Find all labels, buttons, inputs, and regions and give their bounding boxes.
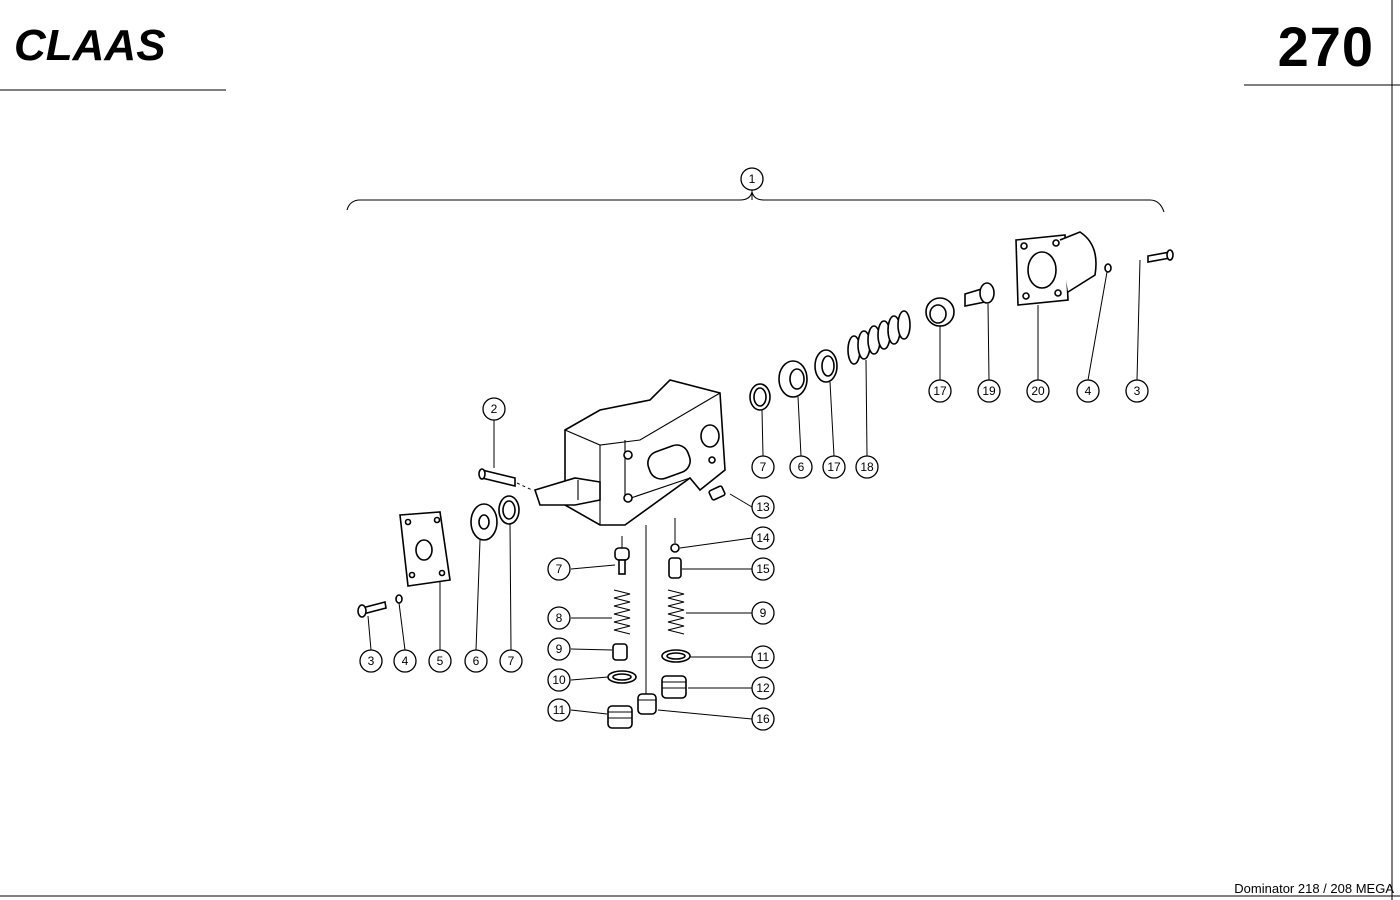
callout-1: 1 (740, 167, 764, 191)
svg-text:19: 19 (982, 384, 996, 398)
callout-9-left: 8 (547, 606, 571, 630)
callout-12-right: 12 (751, 676, 775, 700)
svg-text:1: 1 (749, 172, 756, 186)
svg-text:17: 17 (933, 384, 947, 398)
callout-3-left: 3 (359, 649, 383, 673)
svg-text:7: 7 (556, 562, 563, 576)
svg-text:16: 16 (756, 712, 770, 726)
callout-7-right: 7 (751, 455, 775, 479)
svg-text:7: 7 (508, 654, 515, 668)
callout-10: 9 (547, 637, 571, 661)
svg-text:12: 12 (756, 681, 770, 695)
callout-4-right: 4 (1076, 379, 1100, 403)
callout-14: 14 (751, 526, 775, 550)
claas-logo: CLAAS (10, 21, 230, 70)
callout-9-right: 9 (751, 601, 775, 625)
callout-17-lower: 17 (822, 455, 846, 479)
callout-13: 13 (751, 495, 775, 519)
cover-plate (399, 511, 451, 587)
svg-text:5: 5 (437, 654, 444, 668)
callout-11-right: 11 (751, 645, 775, 669)
callout-4-left: 4 (393, 649, 417, 673)
callout-3-right: 3 (1125, 379, 1149, 403)
svg-text:4: 4 (1085, 384, 1092, 398)
valve-plug (964, 282, 995, 307)
plug-screw-small (637, 693, 657, 715)
callout-7-left: 7 (499, 649, 523, 673)
bolt-right (1147, 249, 1174, 263)
callout-5: 5 (428, 649, 452, 673)
spring-left (613, 589, 631, 635)
bolt-left (357, 601, 387, 618)
svg-text:11: 11 (553, 703, 566, 717)
valve-spool-left (614, 547, 630, 575)
svg-text:11: 11 (757, 650, 770, 664)
svg-text:9: 9 (556, 642, 563, 656)
spring-right (667, 589, 685, 635)
svg-text:17: 17 (827, 460, 841, 474)
compression-spring (847, 310, 911, 365)
pin (478, 468, 533, 491)
model-footer: Dominator 218 / 208 MEGA (1234, 881, 1394, 896)
callout-20: 20 (1026, 379, 1050, 403)
callout-8: 7 (547, 557, 571, 581)
svg-text:3: 3 (1134, 384, 1141, 398)
plug-screw-right (661, 675, 687, 699)
lock-washer-left (395, 594, 403, 604)
svg-text:14: 14 (756, 531, 770, 545)
callout-18: 18 (855, 455, 879, 479)
svg-text:CLAAS: CLAAS (14, 24, 166, 66)
assembly-bracket (346, 191, 1165, 213)
svg-text:13: 13 (756, 500, 770, 514)
svg-text:15: 15 (756, 562, 770, 576)
callout-6-left: 6 (464, 649, 488, 673)
callout-16: 16 (751, 707, 775, 731)
callout-6-right: 6 (789, 455, 813, 479)
svg-text:9: 9 (760, 606, 767, 620)
grub-screw (708, 485, 726, 501)
callout-12-left: 11 (547, 698, 571, 722)
plug-screw-left (607, 705, 633, 729)
leader-lines (367, 190, 1141, 720)
ball (670, 543, 680, 553)
valve-housing (533, 379, 726, 526)
callout-19: 19 (977, 379, 1001, 403)
svg-text:10: 10 (552, 673, 566, 687)
svg-text:6: 6 (798, 460, 805, 474)
svg-text:6: 6 (473, 654, 480, 668)
svg-text:18: 18 (860, 460, 874, 474)
svg-text:7: 7 (760, 460, 767, 474)
sleeve (612, 643, 628, 661)
callout-2: 2 (482, 397, 506, 421)
svg-text:2: 2 (491, 402, 498, 416)
callout-17-upper: 17 (928, 379, 952, 403)
svg-text:3: 3 (368, 654, 375, 668)
page-number: 270 (1277, 15, 1374, 78)
valve-spool-right (668, 557, 682, 579)
claas-logo-mark: CLAAS (14, 21, 166, 70)
svg-text:20: 20 (1031, 384, 1045, 398)
end-flange (1015, 231, 1097, 306)
callout-15: 15 (751, 557, 775, 581)
svg-text:4: 4 (402, 654, 409, 668)
callout-11-left: 10 (547, 668, 571, 692)
lock-washer-right (1104, 263, 1112, 273)
svg-text:8: 8 (556, 611, 563, 625)
